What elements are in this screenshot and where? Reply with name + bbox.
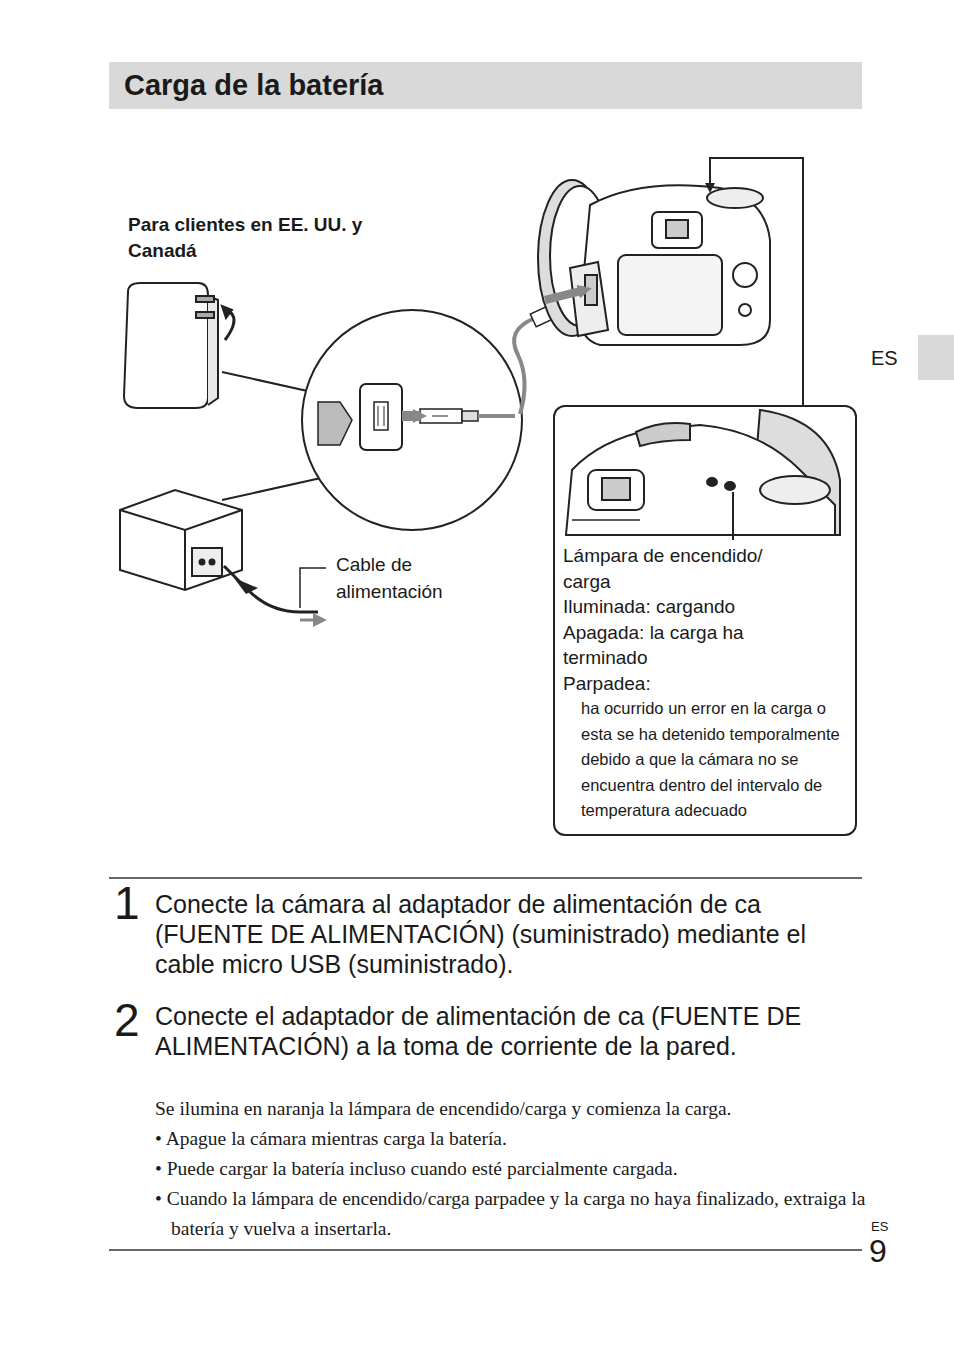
drawing-part <box>602 478 630 500</box>
drawing-part <box>196 312 214 318</box>
usb-detail <box>318 384 515 450</box>
usb-cable <box>514 318 535 414</box>
drawing-part <box>192 548 222 576</box>
drawing-part <box>572 519 640 521</box>
drawing-part <box>732 492 734 540</box>
drawing-part <box>318 402 352 445</box>
ac-adapter <box>120 490 242 590</box>
language-tab: ES <box>871 345 911 371</box>
callout-box: Lámpara de encendido/ cargaIluminada: ca… <box>553 405 857 836</box>
power-cord <box>234 578 258 594</box>
drawing-part <box>739 304 751 316</box>
drawing-part <box>462 411 478 421</box>
magnifier-line <box>222 372 312 392</box>
drawing-part <box>222 306 232 318</box>
drawing-part <box>760 476 830 504</box>
drawing-part <box>378 406 379 426</box>
step-text: Conecte el adaptador de alimentación de … <box>155 1001 860 1061</box>
drawing-part <box>666 220 688 238</box>
drawing-part <box>652 212 702 248</box>
drawing-part <box>432 416 448 417</box>
callout-heading: Lámpara de encendido/ carga <box>563 543 803 594</box>
drawing-part <box>196 296 214 302</box>
drawing-part <box>384 406 385 426</box>
power-arrow <box>300 619 320 622</box>
drawing-part <box>184 530 186 590</box>
bracket-line <box>710 158 803 405</box>
drawing-part <box>618 255 722 335</box>
side-tab <box>918 335 954 380</box>
power-cord <box>224 566 318 612</box>
language-code: ES <box>871 1219 901 1235</box>
title-band <box>109 62 862 109</box>
drawing-part <box>725 482 735 490</box>
step-number: 1 <box>114 876 150 930</box>
drawing-part <box>478 414 515 418</box>
drawing-part <box>120 490 242 590</box>
us-adapter <box>124 283 234 408</box>
drawing-part <box>210 560 215 565</box>
drawing-part <box>585 275 597 305</box>
drawing-part <box>636 423 690 446</box>
leader-line <box>300 568 326 608</box>
part-label: Cable de alimentación <box>336 551 476 605</box>
drawing-part <box>733 263 757 287</box>
drawing-part <box>420 409 462 423</box>
status-detail: ha ocurrido un error en la carga o esta … <box>581 696 845 824</box>
camera <box>538 180 770 345</box>
drawing-part <box>360 384 402 450</box>
drawing-part <box>120 510 242 530</box>
bracket-arrow <box>709 166 711 188</box>
step-number: 2 <box>114 993 150 1047</box>
status-line: Iluminada: cargando <box>563 594 833 620</box>
rule <box>109 877 862 879</box>
rule <box>109 1249 862 1251</box>
drawing-part <box>200 560 205 565</box>
status-line: Apagada: la carga ha terminado <box>563 620 803 671</box>
drawing-part <box>566 425 835 535</box>
page-title: Carga de la batería <box>124 67 824 103</box>
drawing-part <box>374 402 388 430</box>
drawing-part <box>707 478 717 486</box>
step-text: Conecte la cámara al adaptador de alimen… <box>155 889 860 979</box>
drawing-part <box>545 290 585 300</box>
drawing-part <box>580 185 770 345</box>
bullet-note: • Cuando la lámpara de encendido/carga p… <box>155 1184 871 1244</box>
page-number: 9 <box>869 1233 909 1269</box>
drawing-part <box>588 470 644 510</box>
drawing-part <box>402 411 420 421</box>
drawing-part <box>707 188 763 208</box>
body-text: Se ilumina en naranja la lámpara de ence… <box>155 1094 870 1124</box>
region-note: Para clientes en EE. UU. y Canadá <box>128 212 428 264</box>
bullet-note: • Puede cargar la batería incluso cuando… <box>155 1154 871 1184</box>
status-line: Parpadea: <box>563 671 833 697</box>
bullet-note: • Apague la cámara mientras carga la bat… <box>155 1124 871 1154</box>
camera-closeup <box>566 410 840 540</box>
magnifier-line <box>222 476 330 500</box>
magnifier-circle <box>302 310 522 530</box>
drawing-part <box>570 262 608 336</box>
